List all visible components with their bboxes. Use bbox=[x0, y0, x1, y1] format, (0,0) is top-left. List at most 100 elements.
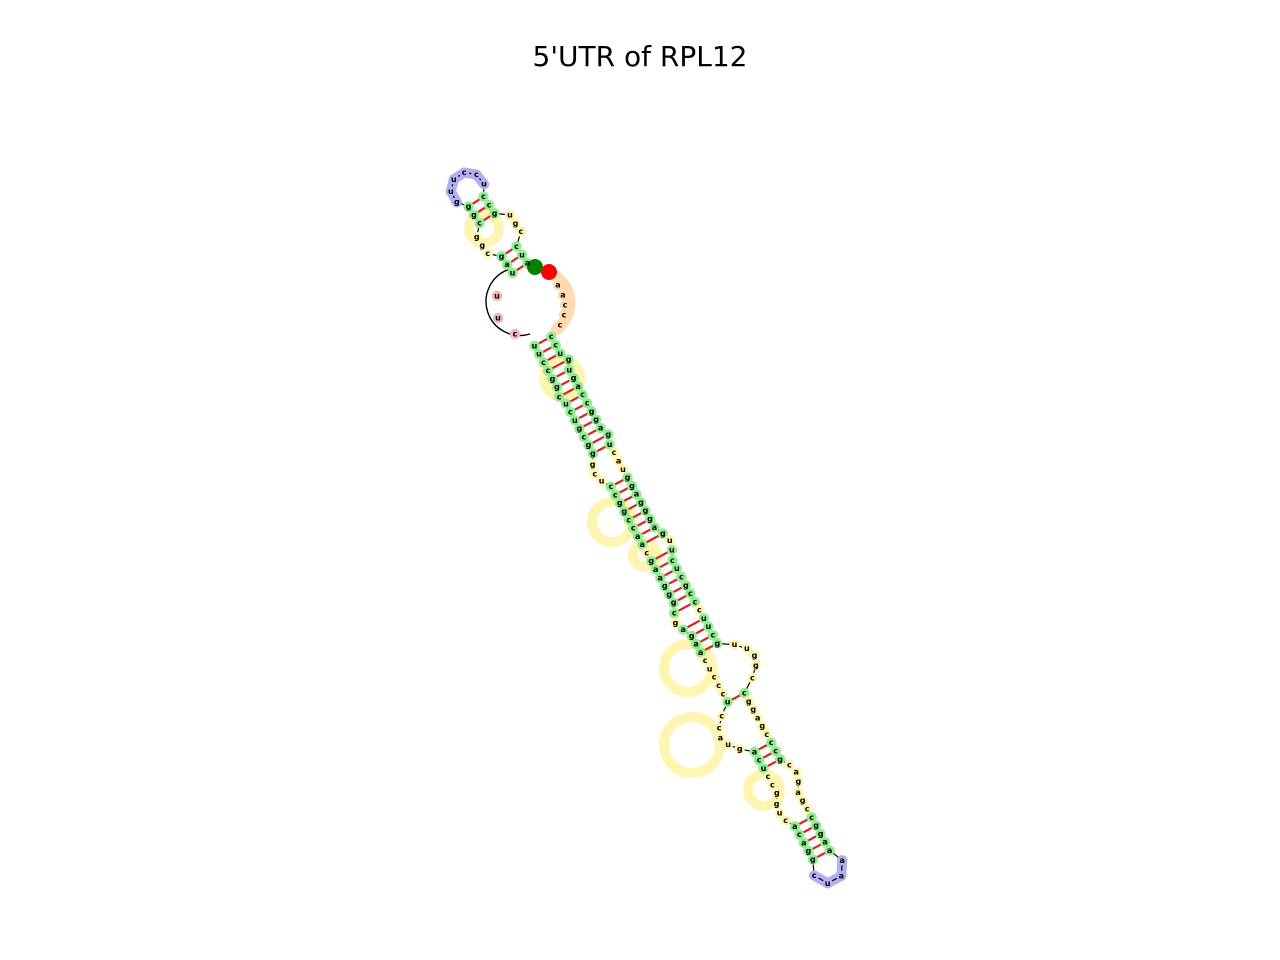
nucleotide-label: a bbox=[634, 490, 639, 499]
backbone-line-main bbox=[533, 336, 843, 884]
nucleotide-label: u bbox=[510, 268, 516, 277]
nucleotide bbox=[637, 539, 648, 550]
nucleotide bbox=[617, 464, 629, 475]
nucleotide bbox=[664, 535, 675, 546]
nucleotide-label: c bbox=[592, 469, 597, 478]
nucleotide-label: a bbox=[718, 734, 723, 743]
nucleotide bbox=[533, 348, 545, 360]
three-prime-end-marker bbox=[541, 264, 557, 280]
nucleotide-label: a bbox=[653, 565, 658, 574]
nucleotide-label: g bbox=[577, 424, 583, 433]
nucleotide bbox=[478, 178, 490, 190]
nucleotide bbox=[774, 754, 786, 765]
nucleotide bbox=[771, 798, 782, 810]
nucleotide bbox=[659, 580, 670, 592]
nucleotide-label: u bbox=[667, 536, 673, 545]
nucleotide-label: g bbox=[621, 507, 627, 516]
nucleotide bbox=[722, 739, 734, 750]
nucleotide bbox=[707, 629, 719, 641]
nucleotide-label: c bbox=[613, 490, 618, 499]
nucleotide-label: c bbox=[612, 448, 617, 457]
nucleotide-label: g bbox=[513, 219, 519, 228]
loop-regions bbox=[445, 167, 848, 889]
nucleotide-label: u bbox=[563, 399, 569, 408]
nucleotide bbox=[605, 481, 617, 492]
nucleotide bbox=[622, 472, 633, 483]
nucleotide bbox=[803, 846, 814, 857]
nucleotide-label: c bbox=[719, 711, 724, 720]
nucleotide-label: g bbox=[737, 745, 743, 754]
nucleotide bbox=[471, 231, 482, 243]
nucleotide bbox=[569, 415, 581, 426]
nucleotide bbox=[655, 572, 666, 583]
nucleotide bbox=[698, 613, 710, 624]
nucleotide bbox=[509, 328, 521, 340]
nucleotide-label: g bbox=[671, 598, 677, 607]
nucleotide-label: g bbox=[629, 481, 635, 490]
nucleotide-label: c bbox=[541, 358, 546, 367]
nucleotide-label: g bbox=[454, 198, 460, 207]
nucleotide-label: g bbox=[474, 232, 480, 241]
nucleotide-label: g bbox=[643, 506, 649, 515]
nucleotide bbox=[670, 617, 681, 629]
nucleotide bbox=[477, 240, 488, 251]
nucleotide bbox=[741, 643, 753, 654]
nucleotide-label: g bbox=[750, 705, 756, 714]
nucleotide bbox=[815, 828, 826, 840]
nucleotide bbox=[632, 531, 643, 542]
nucleotide bbox=[563, 364, 575, 376]
nucleotide bbox=[663, 589, 675, 600]
nucleotide-label: c bbox=[717, 724, 722, 733]
nucleotide bbox=[676, 571, 687, 583]
nucleotide bbox=[685, 588, 696, 599]
nucleotide-label: u bbox=[761, 764, 767, 773]
nucleotide-label: c bbox=[750, 673, 755, 682]
nucleotide bbox=[770, 745, 781, 757]
nucleotide bbox=[686, 630, 697, 641]
nucleotide-label: a bbox=[680, 625, 685, 634]
nucleotide bbox=[801, 803, 813, 815]
nucleotide-label: a bbox=[827, 846, 832, 855]
five-prime-start-marker bbox=[527, 259, 543, 275]
nucleotide bbox=[492, 312, 504, 324]
nucleotide-label: g bbox=[617, 499, 623, 508]
nucleotide-label: a bbox=[839, 871, 844, 880]
nucleotide bbox=[717, 688, 729, 699]
chart-title: 5'UTR of RPL12 bbox=[532, 40, 748, 73]
nucleotide bbox=[586, 406, 597, 417]
nucleotide-label: c bbox=[513, 330, 518, 339]
nucleotide bbox=[445, 186, 457, 197]
nucleotide-label: u bbox=[620, 465, 626, 474]
nucleotide-label: c bbox=[783, 816, 788, 825]
nucleotide-label: u bbox=[532, 341, 538, 350]
nucleotide bbox=[510, 218, 521, 229]
nucleotide-label: g bbox=[589, 407, 595, 416]
nucleotide-label: c bbox=[582, 432, 587, 441]
nucleotide-label: a bbox=[822, 838, 827, 847]
nucleotide bbox=[451, 196, 463, 208]
nucleotide-label: g bbox=[492, 209, 498, 218]
nucleotide-label: u bbox=[566, 365, 572, 374]
nucleotide bbox=[758, 763, 769, 774]
nucleotide bbox=[713, 722, 725, 734]
nucleotide-label: a bbox=[598, 423, 603, 432]
nucleotide bbox=[762, 771, 774, 782]
nucleotide bbox=[538, 357, 549, 368]
nucleotide bbox=[560, 398, 572, 409]
nucleotide bbox=[478, 191, 489, 202]
nucleotide-label: c bbox=[712, 673, 717, 682]
nucleotide bbox=[667, 555, 678, 566]
nucleotide-label: a bbox=[640, 540, 645, 549]
nucleotide-label: c bbox=[770, 780, 775, 789]
nucleotide bbox=[474, 217, 485, 229]
nucleotide bbox=[482, 248, 493, 259]
nucleotide bbox=[689, 596, 701, 608]
nucleotide-label: u bbox=[732, 640, 738, 649]
nucleotide-label: u bbox=[777, 809, 783, 818]
nucleotide bbox=[713, 680, 724, 691]
nucleotide-label: c bbox=[558, 321, 563, 330]
nucleotide-label: c bbox=[631, 524, 636, 533]
nucleotide-label: u bbox=[495, 314, 501, 323]
nucleotide bbox=[734, 743, 745, 755]
